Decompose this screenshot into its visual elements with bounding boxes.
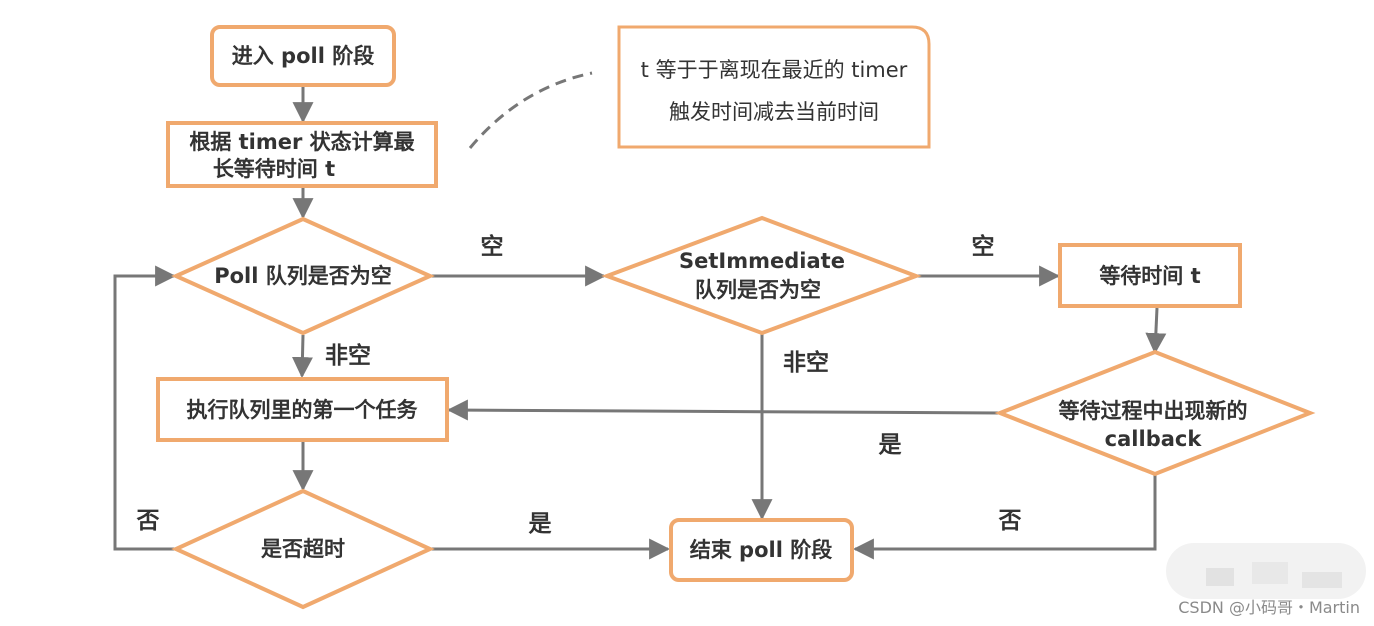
- watermark: CSDN @小码哥・Martin: [1166, 543, 1366, 617]
- label-newcb-no: 否: [998, 508, 1022, 534]
- connectors: [113, 86, 1167, 560]
- edge-labels: 空 空 非空 非空 是 是 否 否: [136, 233, 1022, 537]
- note-callout: t 等于于离现在最近的 timer 触发时间减去当前时间: [617, 25, 931, 149]
- node-new-callback-check: 等待过程中出现新的 callback: [994, 349, 1316, 477]
- node-poll-queue-label: Poll 队列是否为空: [214, 264, 392, 288]
- label-poll-nonempty: 非空: [325, 342, 371, 369]
- label-newcb-yes: 是: [879, 432, 902, 458]
- label-setimmediate-empty: 空: [972, 233, 995, 260]
- label-timeout-yes: 是: [529, 511, 552, 537]
- node-new-callback-diamond: [994, 349, 1316, 477]
- edge-newcb-to-end: [852, 475, 1157, 560]
- node-calc-timeout-line2: 长等待时间 t: [213, 157, 335, 181]
- edge-wait-to-newcb: [1145, 307, 1167, 355]
- node-setimmediate-diamond: [601, 215, 922, 336]
- node-new-callback-line2: callback: [1105, 427, 1203, 451]
- label-timeout-no: 否: [136, 508, 160, 534]
- watermark-blur-block-2: [1252, 562, 1288, 584]
- note-pointer-dashed: [468, 71, 593, 149]
- edge-newcb-to-exec: [446, 399, 1001, 421]
- node-exec-first-task-label: 执行队列里的第一个任务: [187, 398, 419, 422]
- node-end-poll-label: 结束 poll 阶段: [690, 538, 832, 562]
- note-box: [617, 25, 931, 149]
- node-wait-t-label: 等待时间 t: [1099, 264, 1200, 288]
- node-wait-t: 等待时间 t: [1058, 243, 1242, 308]
- watermark-blur-block-3: [1302, 572, 1342, 588]
- node-calc-timeout-line1: 根据 timer 状态计算最: [189, 130, 415, 154]
- node-setimmediate-check: SetImmediate 队列是否为空: [601, 215, 922, 336]
- edge-timeout-loop-to-poll: [113, 265, 177, 551]
- node-timeout-diamond: [171, 488, 435, 610]
- node-timeout-label: 是否超时: [261, 537, 345, 561]
- node-setimmediate-line1: SetImmediate: [679, 249, 845, 273]
- note-line2: 触发时间减去当前时间: [669, 100, 879, 124]
- label-poll-empty: 空: [481, 233, 504, 260]
- label-setimmediate-nonempty: 非空: [783, 349, 829, 376]
- node-exec-first-task: 执行队列里的第一个任务: [156, 377, 449, 442]
- node-poll-queue-check: Poll 队列是否为空: [171, 216, 435, 336]
- node-setimmediate-line2: 队列是否为空: [695, 278, 821, 302]
- node-enter-poll: 进入 poll 阶段: [210, 25, 396, 87]
- node-enter-poll-label: 进入 poll 阶段: [232, 44, 374, 68]
- watermark-text: CSDN @小码哥・Martin: [1178, 598, 1360, 617]
- node-new-callback-line1: 等待过程中出现新的: [1059, 399, 1248, 423]
- edge-poll-to-exec: [291, 334, 313, 379]
- node-timeout-check: 是否超时: [171, 488, 435, 610]
- node-exec-first-task-box: [156, 377, 449, 442]
- note-line1: t 等于于离现在最近的 timer: [641, 58, 908, 82]
- node-calc-timeout-box: [166, 121, 438, 188]
- watermark-blur-block-1: [1206, 568, 1234, 586]
- node-poll-queue-diamond: [171, 216, 435, 336]
- node-end-poll: 结束 poll 阶段: [669, 518, 854, 582]
- node-end-poll-box: [669, 518, 854, 582]
- node-calc-timeout: 根据 timer 状态计算最 长等待时间 t: [166, 121, 438, 188]
- node-wait-t-box: [1058, 243, 1242, 308]
- node-enter-poll-box: [210, 25, 396, 87]
